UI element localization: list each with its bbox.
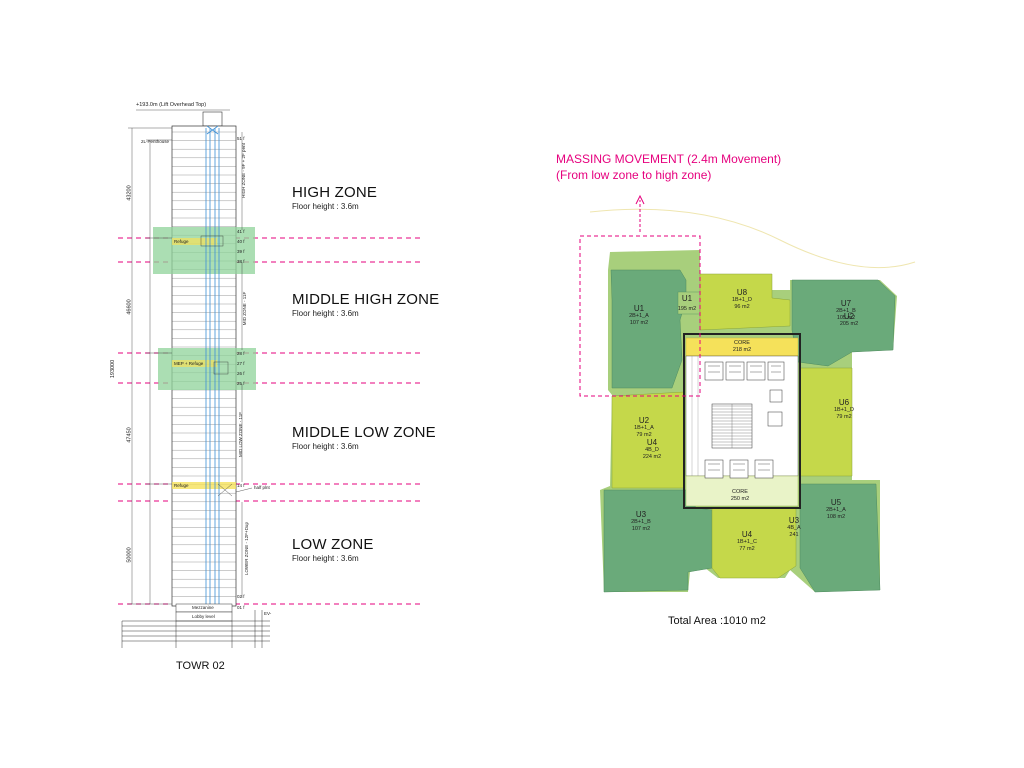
mezzanine-label: Mezzanine <box>192 605 214 610</box>
zone-sub-middle-low: Floor height : 3.6m <box>292 442 359 451</box>
unit-label: U5 2B+1_A 108 m2 <box>826 498 846 520</box>
unit-label: U1 195 m2 <box>677 294 697 313</box>
core-lower-label: CORE 250 m2 <box>716 489 764 502</box>
level-38f: 38 f <box>237 259 245 264</box>
core-upper-name: CORE <box>734 340 750 346</box>
unit-label: U7 2B+1_B 105 m2 <box>836 299 856 321</box>
level-39f: 39 f <box>237 249 245 254</box>
dim-middle-high-zone: 46600 <box>126 299 133 315</box>
unit-u5-block <box>799 483 881 593</box>
refuge-lower-label: Refuge <box>174 483 189 488</box>
unit-label: U1 2B+1_A 107 m2 <box>629 304 649 326</box>
core-upper-label: CORE 218 m2 <box>718 340 766 353</box>
dim-total-height: 193000 <box>110 359 117 379</box>
level-27f: 27 f <box>237 361 245 366</box>
level-26f: 26 f <box>237 371 245 376</box>
zone-title-low: LOW ZONE <box>292 536 374 553</box>
side-label-low-zone: LOWER ZONE - 12F+Dup <box>243 522 249 575</box>
level-41f: 41 f <box>237 229 245 234</box>
side-label-middle-low-zone: MID LOW ZONE - 11F <box>237 412 243 457</box>
massing-subtitle: (From low zone to high zone) <box>556 168 712 182</box>
unit-label: U2 205 m2 <box>839 312 859 328</box>
level-28f: 28 f <box>237 351 245 356</box>
unit-label: U4 4B_D 224 m2 <box>642 438 662 460</box>
floor-plan <box>579 194 916 593</box>
level-02f: 02 f <box>237 594 245 599</box>
side-label-high-zone: HIGH ZONE - 9F + 2F pent <box>240 143 246 198</box>
dim-high-zone: 43200 <box>126 185 133 201</box>
lobby-label: Lobby level <box>192 614 215 619</box>
level-51f: 51 f <box>237 136 245 141</box>
refuge-upper-label: Refuge <box>174 239 189 244</box>
zone-sub-middle-high: Floor height : 3.6m <box>292 309 359 318</box>
ev-label: EV- <box>264 611 272 616</box>
side-label-middle-high-zone: MID ZONE - 11F <box>242 291 248 326</box>
level-14f: 14 f <box>237 483 245 488</box>
refuge-band-upper <box>153 227 255 274</box>
total-area: Total Area :1010 m2 <box>668 615 766 627</box>
unit-label: U8 1B+1_D 96 m2 <box>731 288 753 310</box>
zone-sub-low: Floor height : 3.6m <box>292 554 359 563</box>
core-upper-area: 218 m2 <box>732 346 752 353</box>
half-plinth-label: half plnt <box>254 485 270 490</box>
unit-u6-block <box>799 367 853 477</box>
penthouse-label: 2L-Penthouse <box>141 139 170 144</box>
unit-label: U6 1B+1_D 79 m2 <box>833 398 855 420</box>
tower-name: TOWR 02 <box>176 660 225 672</box>
zone-title-middle-high: MIDDLE HIGH ZONE <box>292 291 440 308</box>
zone-title-high: HIGH ZONE <box>292 184 378 201</box>
unit-u1-block <box>610 269 687 389</box>
unit-label: U4 1B+1_C 77 m2 <box>736 530 758 552</box>
level-25f: 25 f <box>237 381 245 386</box>
level-40f: 40 f <box>237 239 245 244</box>
unit-label: U2 1B+1_A 79 m2 <box>634 416 654 438</box>
tower-section <box>121 109 270 648</box>
core-lower-area: 250 m2 <box>730 495 750 502</box>
unit-label: U3 2B+1_B 107 m2 <box>631 510 651 532</box>
core-lower-name: CORE <box>732 489 748 495</box>
zone-sub-high: Floor height : 3.6m <box>292 202 359 211</box>
unit-label: U3 4B_A 241 <box>787 516 801 538</box>
refuge-mid-label: MEP + Refuge <box>174 361 204 366</box>
massing-movement-box <box>579 235 701 397</box>
top-level-label: +193.0m (Lift Overhead Top) <box>136 102 207 108</box>
zone-title-middle-low: MIDDLE LOW ZONE <box>292 424 436 441</box>
level-01f: 01 f <box>237 605 245 610</box>
dim-middle-low-zone: 47450 <box>126 427 133 443</box>
massing-title: MASSING MOVEMENT (2.4m Movement) <box>556 152 782 166</box>
dim-low-zone: 50000 <box>126 547 133 563</box>
refuge-band-mid <box>158 348 256 390</box>
